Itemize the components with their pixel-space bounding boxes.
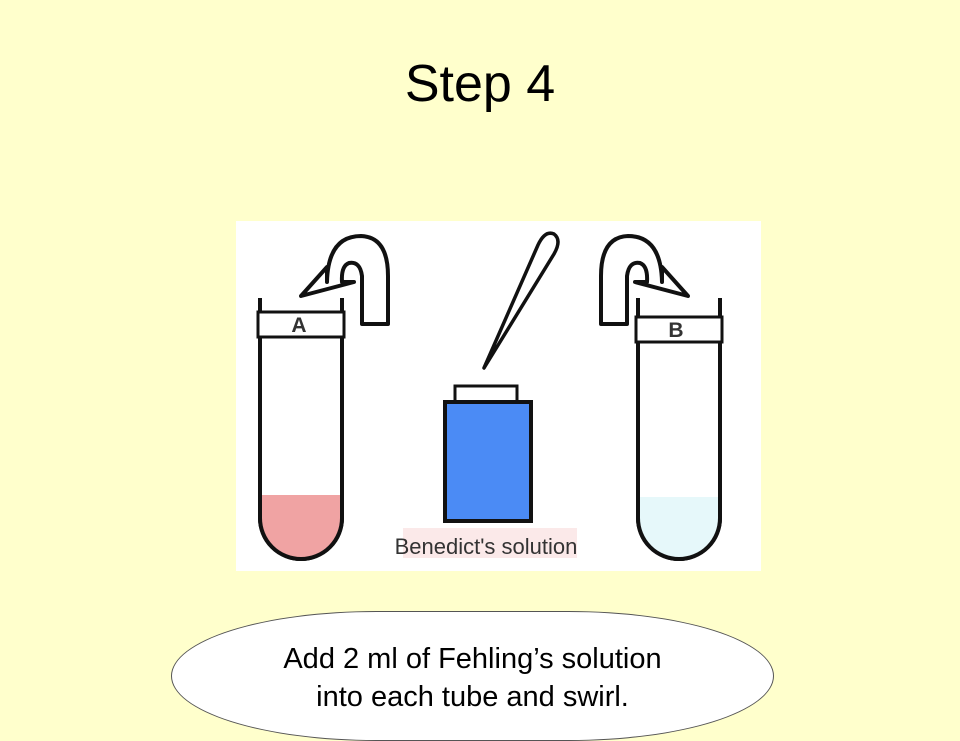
- swirl-arrow-left-icon: [299, 234, 390, 326]
- tube-a-label: A: [291, 314, 306, 337]
- dropper-icon: [482, 231, 560, 370]
- experiment-diagram: A B Benedict's solution: [236, 221, 761, 571]
- swirl-arrow-right-icon: [599, 234, 690, 326]
- instruction-callout: Add 2 ml of Fehling’s solution into each…: [171, 611, 774, 741]
- test-tube-b: B: [634, 298, 724, 561]
- instruction-line-2: into each tube and swirl.: [316, 681, 629, 713]
- reagent-bottle: [443, 384, 533, 523]
- slide-title: Step 4: [404, 55, 556, 113]
- bottle-label: Benedict's solution: [395, 534, 578, 559]
- tube-b-label: B: [668, 319, 683, 342]
- instruction-line-1: Add 2 ml of Fehling’s solution: [283, 643, 662, 675]
- test-tube-a: A: [256, 298, 346, 561]
